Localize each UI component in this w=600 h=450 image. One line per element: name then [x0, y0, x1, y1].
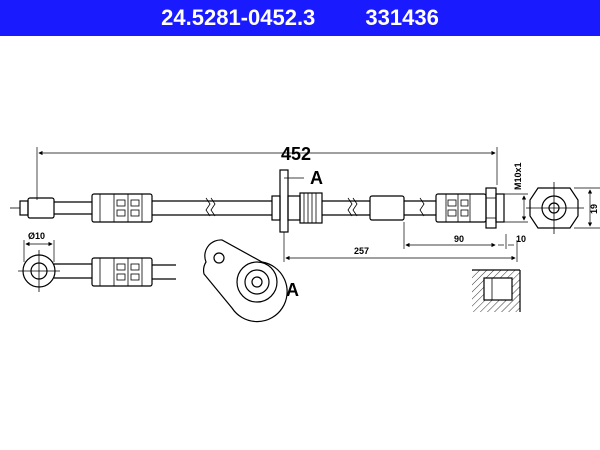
- ref-number: 331436: [365, 5, 439, 30]
- dimension-257: 257: [283, 232, 518, 262]
- dimension-overall: 452: [36, 144, 498, 200]
- right-crimp: [435, 193, 487, 223]
- label-thread: M10x1: [513, 162, 523, 190]
- dimension-thread: M10x1: [504, 162, 528, 223]
- mounting-bracket: A: [271, 168, 323, 233]
- detail-a: A: [203, 239, 299, 323]
- left-crimp: [91, 193, 153, 223]
- label-10: 10: [516, 234, 526, 244]
- detail-a-label: A: [286, 280, 299, 300]
- label-452: 452: [281, 144, 311, 164]
- eye-fitting-view: Ø10: [18, 231, 176, 292]
- section-marker-a: A: [310, 168, 323, 188]
- dimension-90: 90: [403, 222, 496, 249]
- title-bar: 24.5281-0452.3 331436: [0, 0, 600, 36]
- label-257: 257: [354, 246, 369, 256]
- end-view: 19: [526, 182, 600, 234]
- hose-assembly: A: [10, 168, 505, 233]
- label-90: 90: [454, 234, 464, 244]
- dimension-10: 10: [498, 234, 526, 249]
- part-number: 24.5281-0452.3: [161, 5, 316, 30]
- label-width-19: 19: [589, 204, 599, 214]
- label-diameter: Ø10: [28, 231, 45, 241]
- section-view: [472, 269, 521, 312]
- technical-drawing: 452: [10, 144, 600, 323]
